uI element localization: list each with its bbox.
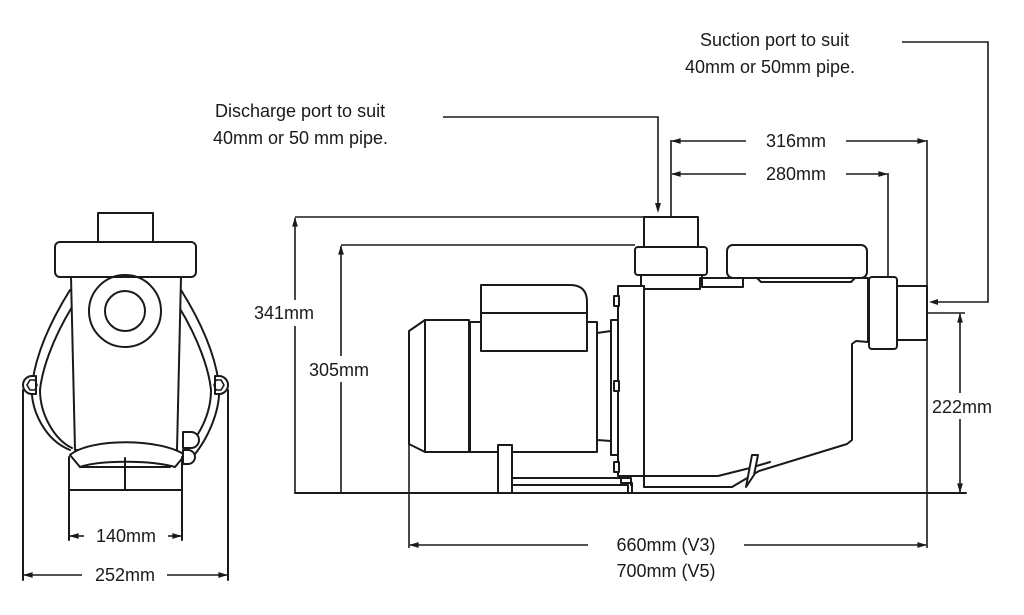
suction-leader-arrow <box>929 299 938 305</box>
side-suction-collar <box>868 276 898 350</box>
dim-305-label-bg <box>305 356 375 382</box>
motor-terminal-box <box>480 284 588 352</box>
front-left-bolt <box>22 375 38 395</box>
dim-suction-height: 222mm <box>932 397 992 417</box>
front-cage-left-inner <box>39 306 73 449</box>
front-lid <box>54 241 197 278</box>
discharge-leader-line <box>443 116 659 210</box>
housing-base-contour <box>699 461 771 477</box>
housing-support-strut <box>745 454 759 488</box>
flange-bolt <box>613 461 620 473</box>
side-discharge-port <box>643 216 699 248</box>
suction-leader-line <box>902 41 989 303</box>
front-drain-knob <box>182 431 200 465</box>
pump-seal-plate <box>617 285 645 477</box>
front-cage-right-inner <box>178 306 212 449</box>
front-right-bolt <box>213 375 229 395</box>
dim-222-label-bg <box>928 393 1008 419</box>
motor-fan-cover-cap <box>408 319 426 453</box>
suction-callout-line1: Suction port to suit <box>700 30 849 50</box>
dim-discharge-height: 305mm <box>309 360 369 380</box>
front-view: 140mm 252mm <box>22 212 229 585</box>
dim-front-overall-width: 252mm <box>95 565 155 585</box>
front-housing <box>70 276 182 451</box>
front-suction-port-outer <box>88 274 162 348</box>
dim-port-spacing-inner: 280mm <box>766 164 826 184</box>
front-suction-port-inner <box>104 290 146 332</box>
front-discharge-port <box>97 212 154 244</box>
dim-front-base-width: 140mm <box>96 526 156 546</box>
dim-341-label-bg <box>250 300 310 326</box>
dim-overall-length-v5: 700mm (V5) <box>616 561 715 581</box>
flange-bolt <box>613 295 620 307</box>
motor-fan-cover <box>424 319 470 453</box>
side-view: 341mm 305mm 222mm 316mm 280mm 660mm (V3)… <box>213 30 1008 581</box>
motor-flange <box>596 330 612 442</box>
dim-port-spacing-outer: 316mm <box>766 131 826 151</box>
side-suction-port <box>896 285 928 341</box>
strainer-lid <box>726 244 868 279</box>
lid-clamp-left <box>701 274 744 288</box>
flange-bolt <box>613 380 620 392</box>
dim-overall-height: 341mm <box>254 303 314 323</box>
dim-overall-length-v3: 660mm (V3) <box>616 535 715 555</box>
base-rail <box>511 477 632 494</box>
discharge-leader-arrow <box>655 203 661 213</box>
motor-foot <box>497 444 513 494</box>
suction-callout-line2: 40mm or 50mm pipe. <box>685 57 855 77</box>
side-discharge-collar <box>634 246 708 276</box>
discharge-callout-line2: 40mm or 50 mm pipe. <box>213 128 388 148</box>
discharge-callout-line1: Discharge port to suit <box>215 101 385 121</box>
